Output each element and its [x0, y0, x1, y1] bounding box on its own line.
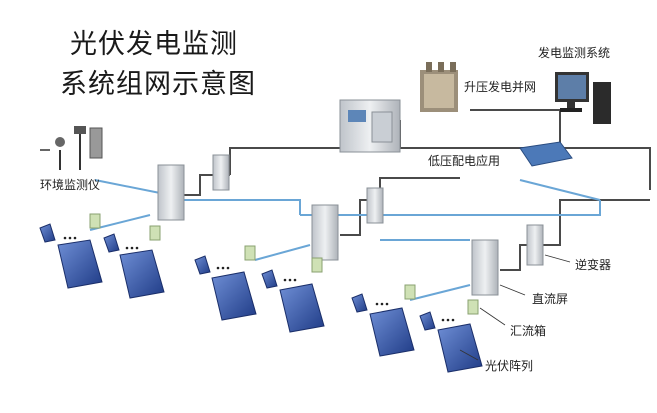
label-low-voltage: 低压配电应用 [428, 154, 501, 168]
label-dc-cabinet: 直流屏 [532, 292, 569, 306]
cabinets [157, 154, 544, 296]
diagram-title-line1: 光伏发电监测 [70, 29, 238, 60]
label-monitor-system: 发电监测系统 [538, 46, 611, 60]
label-inverter: 逆变器 [575, 258, 612, 272]
solar-panels [39, 223, 483, 373]
ellipsis-dots [63, 236, 455, 322]
monitoring-computer-icon [555, 72, 611, 124]
switchgear-cabinet-icon [339, 99, 401, 153]
leader-lines [459, 254, 571, 361]
label-env-monitor: 环境监测仪 [40, 178, 101, 192]
label-combiner-box: 汇流箱 [510, 324, 547, 338]
label-boost-grid: 升压发电并网 [464, 80, 537, 94]
combiner-boxes [89, 213, 479, 315]
environment-monitor-icon [40, 126, 103, 170]
diagram-title-line2: 系统组网示意图 [60, 69, 256, 100]
label-pv-array: 光伏阵列 [485, 359, 534, 373]
transformer-icon [420, 62, 458, 112]
data-collector-icon [519, 141, 573, 167]
